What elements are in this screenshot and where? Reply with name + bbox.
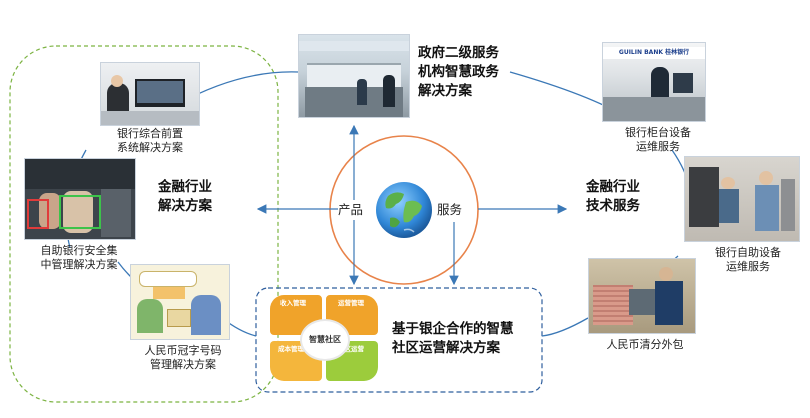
finance-tech-title-text: 金融行业 技术服务	[586, 179, 640, 214]
gov-solution-title: 政府二级服务 机构智慧政务 解决方案	[418, 44, 499, 101]
service-label: 服务	[437, 202, 463, 217]
bank-sign: GUILIN BANK 桂林银行	[603, 47, 705, 59]
self-service-security-label-text: 自助银行安全集 中管理解决方案	[40, 244, 118, 271]
left-group-frame	[9, 45, 279, 403]
atm-maint-photo	[684, 156, 800, 242]
bank-front-label-text: 银行综合前置 系统解决方案	[117, 127, 183, 154]
center-ring	[329, 135, 479, 285]
finance-solution-title: 金融行业 解决方案	[158, 178, 212, 216]
finance-solution-title-text: 金融行业 解决方案	[158, 179, 212, 214]
cash-sorting-label: 人民币清分外包	[606, 338, 684, 351]
product-label: 产品	[338, 202, 364, 217]
bank-front-label: 银行综合前置 系统解决方案	[100, 127, 200, 155]
bottom-group-frame	[255, 287, 543, 393]
smart-community-graphic: 收入管理 运营管理 成本管理 社区运营 智慧社区	[266, 293, 382, 385]
finance-tech-title: 金融行业 技术服务	[586, 178, 640, 216]
counter-maint-label-text: 银行柜台设备 运维服务	[625, 126, 691, 153]
self-service-security-photo	[24, 158, 136, 240]
gov-solution-title-text: 政府二级服务 机构智慧政务 解决方案	[418, 45, 499, 99]
counter-maint-label: 银行柜台设备 运维服务	[608, 126, 708, 154]
banknote-serial-label: 人民币冠字号码 管理解决方案	[136, 344, 230, 372]
bank-counter-photo: GUILIN BANK 桂林银行	[602, 42, 706, 122]
banknote-serial-photo	[130, 264, 230, 340]
smart-community-hub: 智慧社区	[300, 319, 350, 361]
globe-icon	[376, 182, 432, 238]
banknote-serial-label-text: 人民币冠字号码 管理解决方案	[144, 344, 222, 371]
community-solution-title: 基于银企合作的智慧 社区运营解决方案	[392, 320, 514, 358]
atm-maint-label: 银行自助设备 运维服务	[698, 246, 798, 274]
gov-service-photo	[298, 34, 410, 118]
bank-front-photo	[100, 62, 200, 126]
outer-arc-bottom-right	[541, 317, 589, 337]
cash-sorting-photo	[588, 258, 696, 334]
community-solution-title-text: 基于银企合作的智慧 社区运营解决方案	[392, 321, 514, 356]
atm-maint-label-text: 银行自助设备 运维服务	[715, 246, 781, 273]
self-service-security-label: 自助银行安全集 中管理解决方案	[16, 244, 142, 272]
petal-operation: 运营管理	[326, 295, 378, 335]
